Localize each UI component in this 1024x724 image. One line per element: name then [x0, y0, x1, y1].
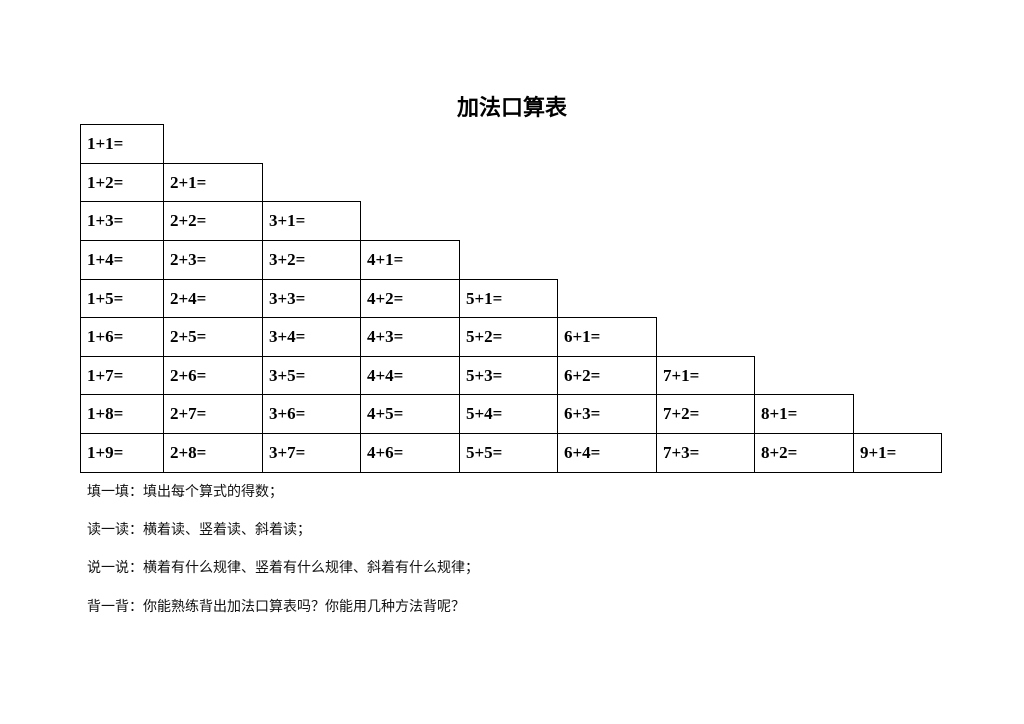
table-cell: 2+2= — [163, 201, 263, 241]
instruction-discuss: 说一说：横着有什么规律、竖着有什么规律、斜着有什么规律； — [87, 560, 479, 576]
table-cell: 4+4= — [360, 356, 460, 395]
table-cell: 6+3= — [557, 394, 657, 434]
table-cell: 5+4= — [459, 394, 558, 434]
worksheet-title: 加法口算表 — [456, 95, 567, 121]
table-cell: 4+5= — [360, 394, 460, 434]
table-cell: 3+5= — [262, 356, 361, 395]
table-cell: 3+4= — [262, 317, 361, 357]
table-cell: 1+2= — [80, 163, 164, 202]
table-cell: 3+1= — [262, 201, 361, 241]
table-cell: 3+2= — [262, 240, 361, 280]
table-cell: 1+5= — [80, 279, 164, 318]
table-cell: 1+7= — [80, 356, 164, 395]
table-cell: 3+6= — [262, 394, 361, 434]
table-cell: 6+1= — [557, 317, 657, 357]
table-cell: 2+5= — [163, 317, 263, 357]
table-cell: 8+2= — [754, 433, 854, 473]
table-cell: 7+3= — [656, 433, 755, 473]
table-cell: 4+2= — [360, 279, 460, 318]
table-cell: 4+1= — [360, 240, 460, 280]
table-cell: 4+6= — [360, 433, 460, 473]
instruction-read: 读一读：横着读、竖着读、斜着读； — [87, 522, 311, 538]
instruction-recite: 背一背：你能熟练背出加法口算表吗？你能用几种方法背呢？ — [87, 599, 465, 615]
table-cell: 1+8= — [80, 394, 164, 434]
table-cell: 9+1= — [853, 433, 942, 473]
table-cell: 2+1= — [163, 163, 263, 202]
table-cell: 6+2= — [557, 356, 657, 395]
table-cell: 2+6= — [163, 356, 263, 395]
table-cell: 5+3= — [459, 356, 558, 395]
table-cell: 5+1= — [459, 279, 558, 318]
table-cell: 1+1= — [80, 124, 164, 164]
table-cell: 1+9= — [80, 433, 164, 473]
table-cell: 6+4= — [557, 433, 657, 473]
table-cell: 2+8= — [163, 433, 263, 473]
table-cell: 3+7= — [262, 433, 361, 473]
table-cell: 1+4= — [80, 240, 164, 280]
table-cell: 8+1= — [754, 394, 854, 434]
table-cell: 7+2= — [656, 394, 755, 434]
table-cell: 2+4= — [163, 279, 263, 318]
table-cell: 4+3= — [360, 317, 460, 357]
table-cell: 1+6= — [80, 317, 164, 357]
table-cell: 2+3= — [163, 240, 263, 280]
instruction-fill: 填一填：填出每个算式的得数； — [87, 484, 283, 500]
table-cell: 5+2= — [459, 317, 558, 357]
table-cell: 1+3= — [80, 201, 164, 241]
table-cell: 5+5= — [459, 433, 558, 473]
table-cell: 2+7= — [163, 394, 263, 434]
table-cell: 7+1= — [656, 356, 755, 395]
table-cell: 3+3= — [262, 279, 361, 318]
